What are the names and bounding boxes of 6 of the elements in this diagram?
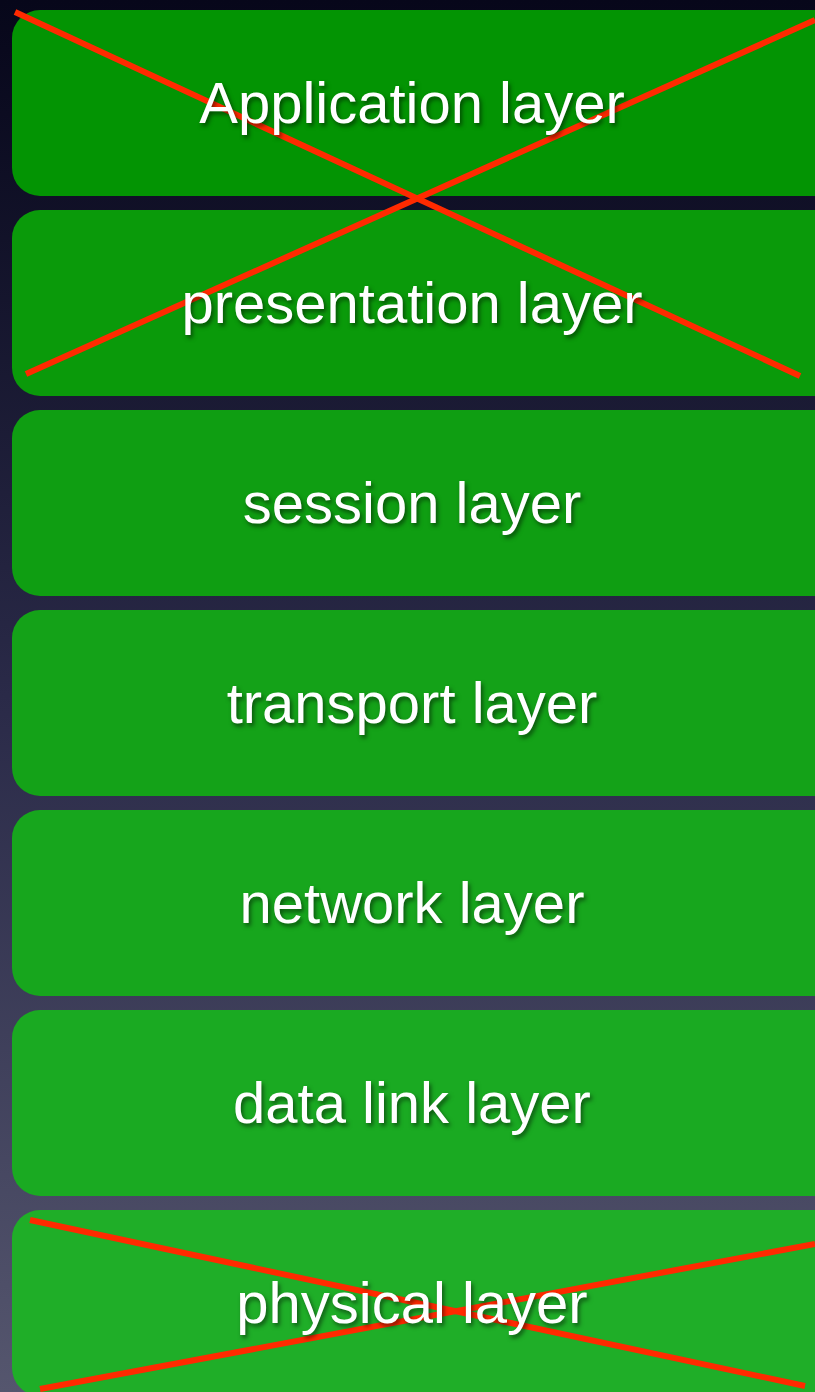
layer-box bbox=[12, 810, 815, 996]
layer-box bbox=[12, 610, 815, 796]
layer-box bbox=[12, 410, 815, 596]
layer-box bbox=[12, 1010, 815, 1196]
layer-box bbox=[12, 210, 815, 396]
layer-box bbox=[12, 10, 815, 196]
